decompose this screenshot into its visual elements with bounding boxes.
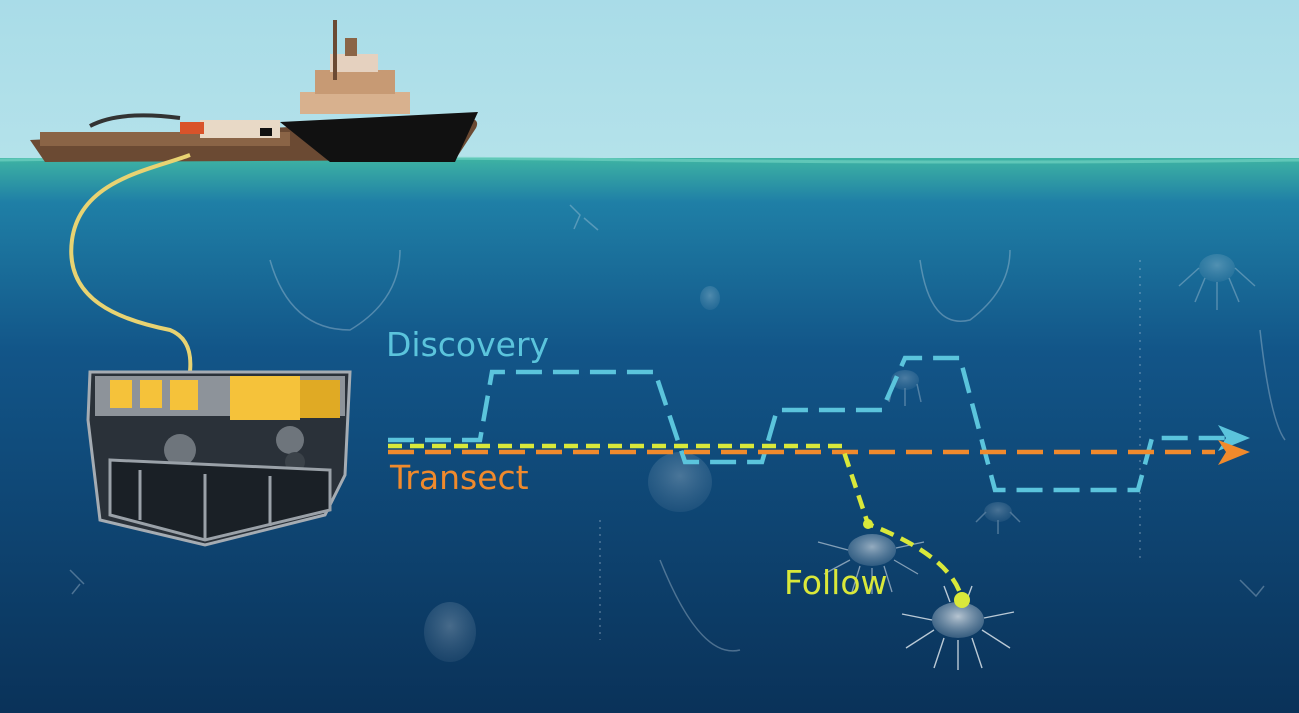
jellyfish-icon bbox=[424, 602, 476, 662]
discovery-label: Discovery bbox=[386, 325, 549, 364]
jellyfish-icon bbox=[648, 452, 712, 512]
follow-target-jellyfish bbox=[817, 534, 1015, 670]
jellyfish-icon bbox=[1178, 254, 1256, 310]
jellyfish-icon bbox=[700, 286, 720, 310]
arrow-head-icon bbox=[1218, 440, 1250, 465]
ship-icon bbox=[30, 20, 478, 162]
discovery-path bbox=[388, 355, 1225, 493]
jellyfish-icon bbox=[901, 585, 1015, 670]
follow-waypoint bbox=[863, 519, 873, 529]
background-jellyfish bbox=[69, 204, 1286, 662]
jellyfish-icon bbox=[975, 502, 1021, 534]
transect-label: Transect bbox=[389, 458, 529, 497]
follow-endpoint bbox=[954, 592, 970, 608]
follow-label: Follow bbox=[784, 563, 888, 602]
jellyfish-icon bbox=[817, 534, 925, 594]
tether-cable bbox=[69, 153, 193, 373]
rov-icon bbox=[86, 370, 352, 547]
